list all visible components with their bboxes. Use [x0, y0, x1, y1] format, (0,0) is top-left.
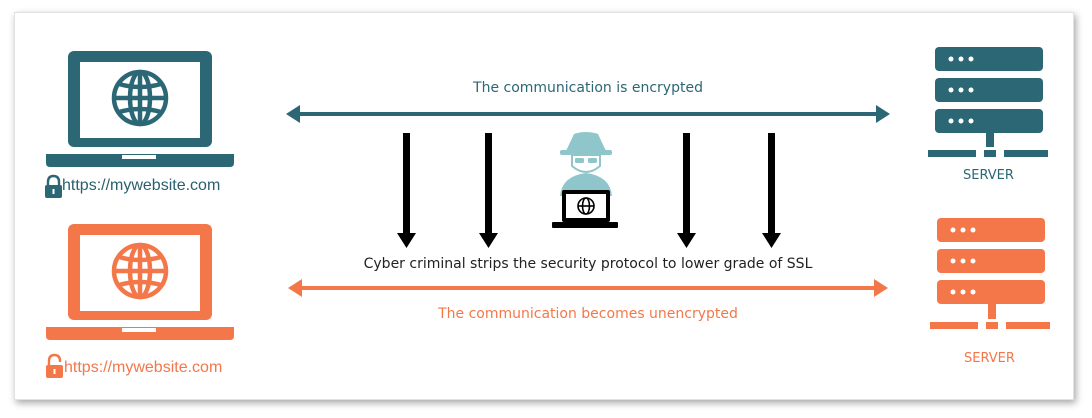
- insecure-url: https://mywebsite.com: [64, 359, 222, 377]
- down-arrow: [479, 133, 498, 248]
- lock-closed-icon: [45, 174, 62, 198]
- encrypted-channel-label: The communication is encrypted: [473, 80, 703, 96]
- insecure-url-text: https://mywebsite.com: [64, 359, 223, 376]
- interception-arrows: [397, 133, 781, 248]
- secure-server-label: SERVER: [963, 168, 1014, 183]
- unencrypted-channel-arrow: [288, 279, 888, 297]
- server-icon: [928, 47, 1048, 157]
- down-arrow: [762, 133, 781, 248]
- insecure-server-label: SERVER: [964, 351, 1015, 366]
- secure-url: https://mywebsite.com: [62, 177, 220, 195]
- down-arrow: [397, 133, 416, 248]
- attack-label: Cyber criminal strips the security proto…: [363, 256, 813, 272]
- lock-open-icon: [46, 353, 63, 378]
- server-icon: [930, 218, 1050, 329]
- hacker-icon: [552, 132, 618, 228]
- down-arrow: [677, 133, 696, 248]
- laptop-globe-icon: [46, 224, 234, 340]
- laptop-globe-icon: [46, 51, 234, 167]
- secure-url-text: https://mywebsite.com: [62, 177, 221, 194]
- unencrypted-channel-label: The communication becomes unencrypted: [438, 306, 738, 322]
- encrypted-channel-arrow: [286, 105, 890, 123]
